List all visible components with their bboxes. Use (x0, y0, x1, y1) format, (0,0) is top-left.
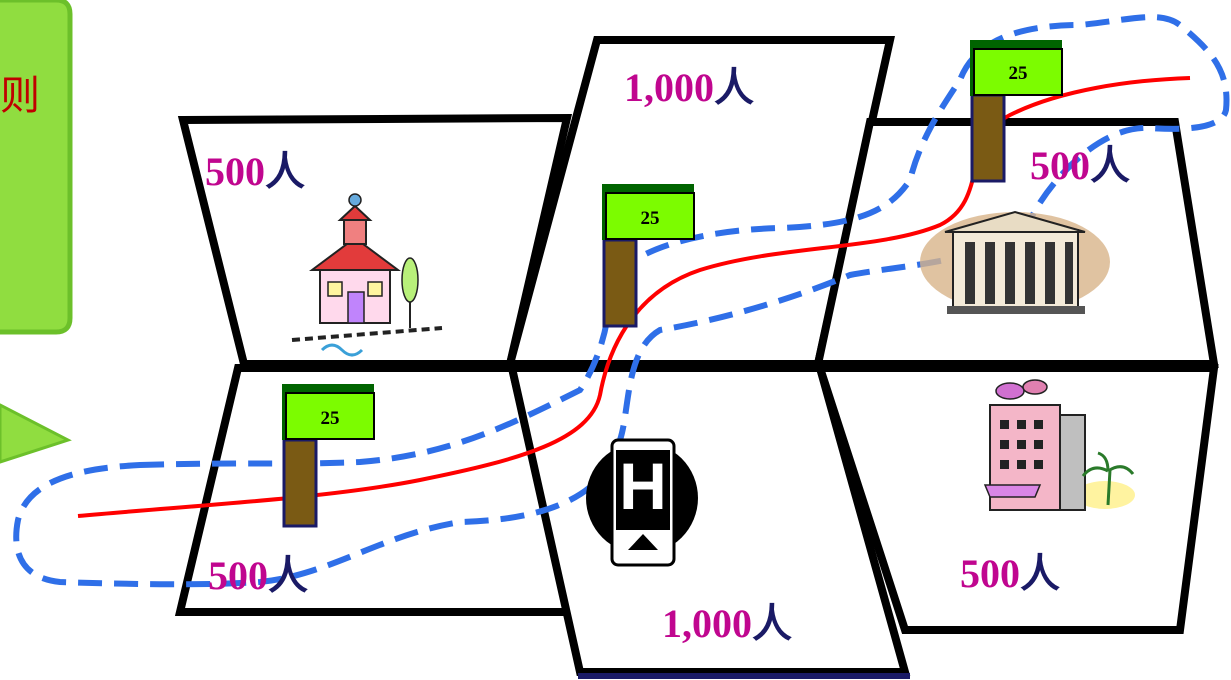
sign-left (282, 384, 375, 528)
hotel-icon (983, 379, 1135, 511)
population-number: 500 (208, 553, 268, 598)
population-unit: 人 (1020, 551, 1060, 596)
population-label-top-right: 500人 (1030, 146, 1130, 186)
callout-pointer (0, 403, 72, 464)
region-bottom-middle (507, 364, 911, 676)
population-unit: 人 (714, 65, 754, 110)
sign-panel (285, 392, 375, 440)
school-icon (291, 193, 443, 357)
bank-building-icon (920, 210, 1110, 314)
population-number: 500 (1030, 143, 1090, 188)
sign-panel (605, 192, 695, 240)
callout-bubble (0, 0, 73, 335)
population-label-top-left: 500人 (205, 152, 305, 192)
sign-post (602, 238, 638, 328)
sign-right (970, 40, 1063, 183)
sign-panel (973, 48, 1063, 96)
red-route (77, 76, 1191, 518)
hospital-icon (586, 438, 698, 567)
population-number: 500 (205, 149, 265, 194)
sign-middle-value: 25 (640, 208, 660, 229)
sign-middle (602, 184, 695, 328)
population-unit: 人 (1090, 143, 1130, 188)
sign-right-value: 25 (1008, 63, 1028, 84)
population-label-top-middle: 1,000人 (624, 68, 754, 108)
population-label-bottom-middle: 1,000人 (662, 604, 792, 644)
callout-text: 则 (0, 73, 40, 118)
population-number: 500 (960, 551, 1020, 596)
sign-post (970, 93, 1006, 183)
population-unit: 人 (752, 601, 792, 646)
hospital-letter: H (619, 449, 667, 523)
population-unit: 人 (265, 149, 305, 194)
sign-post (282, 438, 318, 528)
population-number: 1,000 (662, 601, 752, 646)
sign-left-value: 25 (320, 408, 340, 429)
population-label-bottom-left: 500人 (208, 556, 308, 596)
population-number: 1,000 (624, 65, 714, 110)
population-unit: 人 (268, 553, 308, 598)
population-label-bottom-right: 500人 (960, 554, 1060, 594)
